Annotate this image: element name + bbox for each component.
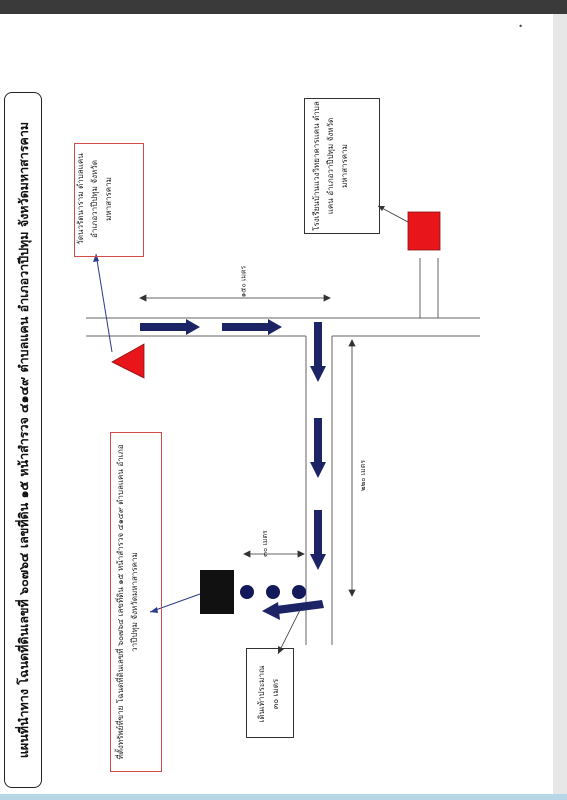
document-page [0, 14, 553, 794]
distance-marker-main [348, 339, 356, 597]
school-label-box: โรงเรียนบ้านแวงวิทยาคารแคน ตำบลแคน อำเภอ… [304, 98, 380, 234]
leader-line [149, 593, 201, 613]
walk-dot [266, 585, 280, 599]
direction-arrow [222, 319, 282, 335]
leader-line [95, 253, 113, 353]
distance-main: ๒๒๐ เมตร [359, 459, 368, 492]
temple-label-box: วัดนวรัตนาราม ตำบลแคน อำเภอวาปีปทุม จังห… [74, 143, 144, 257]
direction-arrow [310, 418, 326, 478]
distance-short: ๓๐ เมตร [260, 530, 269, 557]
direction-arrow [310, 510, 326, 570]
window-top-bar [0, 0, 567, 14]
title-box: แผนที่นำทาง โฉนดที่ดินเลขที่ ๖๐๗๖๔ เลขที… [4, 92, 42, 788]
property-marker [200, 570, 234, 614]
walk-dot [240, 585, 254, 599]
direction-arrow [310, 322, 326, 382]
distance-marker-top [139, 294, 331, 302]
direction-arrow [140, 319, 200, 335]
walk-label-box: เดินเท้าประมาณ ๓๐ เมตร [246, 648, 294, 738]
distance-marker-short [243, 550, 305, 558]
temple-label: วัดนวรัตนาราม ตำบลแคน อำเภอวาปีปทุม จังห… [76, 153, 113, 245]
leader-line [277, 609, 301, 655]
walk-label-text: เดินเท้าประมาณ [257, 665, 266, 723]
page-edge [553, 14, 567, 794]
property-label-box: ที่ตั้งทรัพย์ที่ขาย โฉนดที่ดินเลขที่ ๖๐๗… [110, 432, 162, 772]
walk-label: เดินเท้าประมาณ ๓๐ เมตร [255, 647, 285, 741]
window-bottom-bar [0, 794, 567, 800]
school-label: โรงเรียนบ้านแวงวิทยาคารแคน ตำบลแคน อำเภอ… [312, 101, 349, 231]
distance-top: ๑๕๐ เมตร [239, 265, 248, 298]
property-label: ที่ตั้งทรัพย์ที่ขาย โฉนดที่ดินเลขที่ ๖๐๗… [116, 444, 139, 760]
school-marker [407, 211, 441, 251]
corner-mark: • [518, 22, 523, 31]
direction-arrow [262, 600, 324, 620]
temple-marker [111, 343, 145, 379]
walk-distance: ๓๐ เมตร [271, 678, 280, 710]
walk-dot [292, 585, 306, 599]
